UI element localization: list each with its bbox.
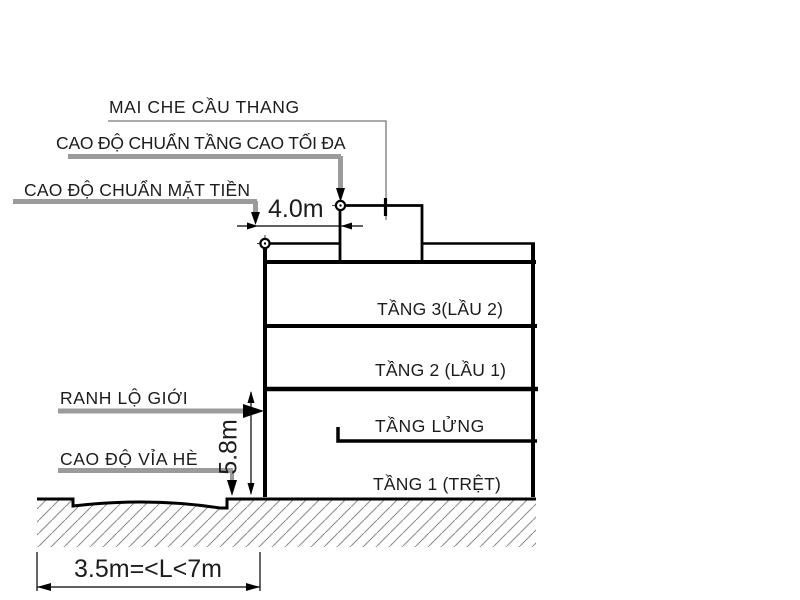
label-road-boundary: RANH LỘ GIỚI [60,388,189,408]
stair-canopy-box [338,204,424,262]
label-stair-canopy: MAI CHE CẦU THANG [109,97,300,117]
front-height-arrow-down [247,483,255,495]
label-floor-3: TẦNG 3(LẦU 2) [377,299,504,319]
datum-marker-max-height [332,197,349,214]
sidewalk-datum-arrow [227,480,237,496]
lot-width-arrow-left [37,583,51,591]
stair-canopy-leader [108,120,387,220]
dim-canopy-setback: 4.0m [268,195,324,223]
ground-line [37,497,536,510]
facade-datum-arrow [251,212,260,225]
label-max-height-datum: CAO ĐỘ CHUẨN TẦNG CAO TỐI ĐA [56,133,346,153]
label-floor-1: TẦNG 1 (TRỆT) [373,474,502,494]
front-height-arrow-up [247,391,255,403]
label-sidewalk-datum: CAO ĐỘ VỈA HÈ [60,449,199,469]
label-facade-datum: CAO ĐỘ CHUẨN MẶT TIỀN [24,180,251,200]
road-boundary-arrow [243,404,264,418]
datum-marker-facade [257,235,274,252]
ground-hatch [37,499,536,547]
setback-dim-arrow-left [247,222,258,230]
label-mezzanine: TẦNG LỬNG [375,416,485,436]
max-height-arrow [336,188,345,202]
dim-lot-width-range: 3.5m=<L<7m [74,555,223,583]
mezzanine-slab-line [336,427,537,443]
lot-width-arrow-right [246,583,260,591]
dim-front-block-height: 5.8m [214,419,243,475]
label-floor-2: TẦNG 2 (LẦU 1) [375,360,507,380]
setback-dim-arrow-right [341,222,352,230]
